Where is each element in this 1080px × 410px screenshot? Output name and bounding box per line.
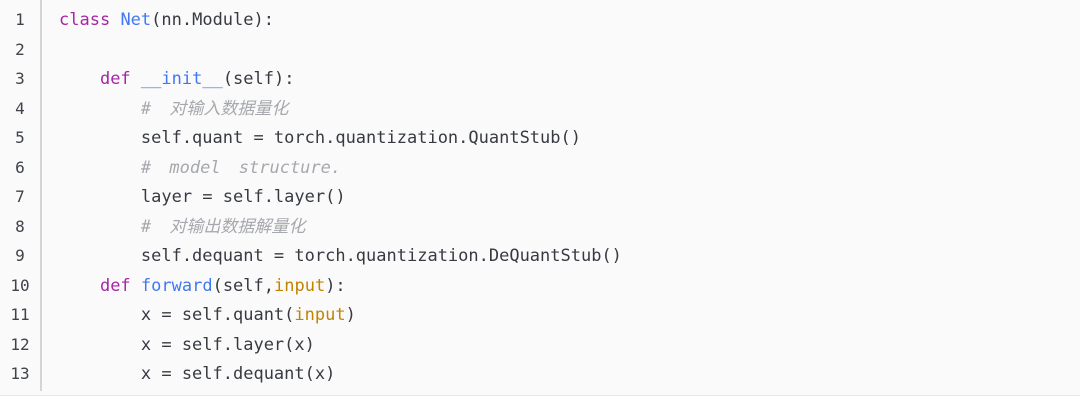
code-text: x = self.layer(x) [40,331,315,361]
code-segment-plain: self.dequant = torch.quantization.DeQuan… [59,246,622,266]
code-text: x = self.quant(input) [40,301,356,331]
code-segment-keyword: def [99,275,131,296]
code-segment-plain: x = self.layer(x) [59,334,315,355]
code-segment-keyword: def [99,69,131,89]
line-number: 5 [15,128,25,147]
code-segment-plain: ) [345,305,356,325]
code-line: 7 layer = self.layer() [0,182,1080,212]
code-segment-plain [110,10,120,30]
code-segment-plain [59,158,141,178]
line-number: 2 [15,39,25,59]
line-number: 7 [15,187,25,206]
code-line: 2 [0,35,1080,65]
code-line: 3 def __init__(self): [0,64,1080,94]
code-text: def __init__(self): [40,65,295,95]
code-line: 6 # model structure. [0,153,1080,183]
code-segment-builtin: input [274,275,326,296]
code-segment-plain [59,276,100,296]
code-segment-plain [59,69,100,89]
code-segment-keyword: class [59,10,111,30]
code-segment-comment: # model structure. [140,157,342,178]
line-number: 3 [15,69,25,88]
line-number: 8 [15,216,25,236]
code-line: 12 x = self.layer(x) [0,330,1080,360]
line-number: 10 [10,275,30,295]
line-number: 9 [15,246,25,265]
code-text: x = self.dequant(x) [40,360,335,390]
line-number: 11 [10,305,30,324]
code-segment-plain: x = self.dequant(x) [59,364,336,384]
code-line: 5 self.quant = torch.quantization.QuantS… [0,123,1080,153]
code-text: def forward(self,input): [40,272,346,302]
code-segment-plain: (nn.Module): [151,10,274,30]
code-segment-plain: x = self.quant( [59,305,295,325]
line-number: 4 [15,98,25,118]
code-segment-plain: ): [325,275,346,296]
code-text: # 对输入数据量化 [40,95,288,125]
code-text: class Net(nn.Module): [40,6,274,36]
code-segment-plain: layer = self.layer() [59,187,346,207]
code-line: 4 # 对输入数据量化 [0,94,1080,124]
code-line: 13 x = self.dequant(x) [0,359,1080,389]
code-segment-comment: # 对输入数据量化 [140,98,289,119]
code-line: 11 x = self.quant(input) [0,300,1080,330]
code-segment-plain [131,69,141,89]
line-number: 1 [15,10,25,29]
code-segment-title: forward [140,275,213,296]
code-text: self.dequant = torch.quantization.DeQuan… [40,242,622,272]
code-segment-plain [131,276,141,296]
code-text: # model structure. [40,154,341,184]
code-segment-plain: self.quant = torch.quantization.QuantStu… [59,128,581,148]
code-segment-builtin: input [294,305,346,325]
code-segment-plain [59,99,141,119]
line-number: 13 [10,364,30,383]
line-number: 12 [10,334,30,354]
line-number: 6 [15,157,25,177]
code-segment-plain: (self): [222,69,295,89]
code-line: 1 class Net(nn.Module): [0,5,1080,35]
code-segment-title: Net [120,10,152,30]
code-text: # 对输出数据解量化 [40,213,305,243]
code-segment-comment: # 对输出数据解量化 [140,216,306,237]
code-line: 8 # 对输出数据解量化 [0,212,1080,242]
code-text: layer = self.layer() [40,183,346,213]
code-segment-plain: (self, [212,275,274,296]
code-text: self.quant = torch.quantization.QuantStu… [40,124,581,154]
code-segment-title: __init__ [140,69,223,89]
code-segment-plain [59,217,141,237]
gutter-divider [40,0,42,391]
code-line: 9 self.dequant = torch.quantization.DeQu… [0,241,1080,271]
code-line: 10 def forward(self,input): [0,271,1080,301]
